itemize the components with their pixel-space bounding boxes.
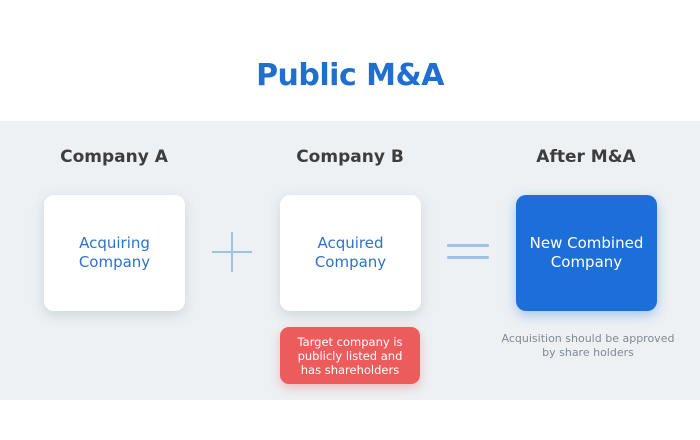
card-new-combined-company: New Combined Company xyxy=(516,195,657,311)
equals-icon xyxy=(447,240,489,264)
card-line: Company xyxy=(314,253,387,271)
card-line: Company xyxy=(550,253,623,271)
note-line: approved by share holders xyxy=(542,332,675,359)
note-line: has shareholders xyxy=(300,362,400,377)
card-line: Acquiring xyxy=(79,234,150,252)
card-line: Company xyxy=(78,253,151,271)
note-target-company: Target company is publicly listed and ha… xyxy=(280,327,420,384)
card-acquired-company: Acquired Company xyxy=(280,195,421,311)
note-line: Target company is xyxy=(297,334,403,349)
plus-icon xyxy=(212,232,252,272)
heading-after-ma: After M&A xyxy=(536,147,636,167)
heading-company-b: Company B xyxy=(296,147,404,167)
heading-company-a: Company A xyxy=(60,147,168,167)
card-line: Acquired xyxy=(317,234,384,252)
page-title: Public M&A xyxy=(256,58,444,93)
note-acquisition-approval: Acquisition should be approved by share … xyxy=(500,332,676,362)
note-line: publicly listed and xyxy=(297,348,403,363)
card-acquiring-company: Acquiring Company xyxy=(44,195,185,311)
note-line: Acquisition should be xyxy=(501,332,619,345)
card-line: New Combined xyxy=(529,234,644,252)
